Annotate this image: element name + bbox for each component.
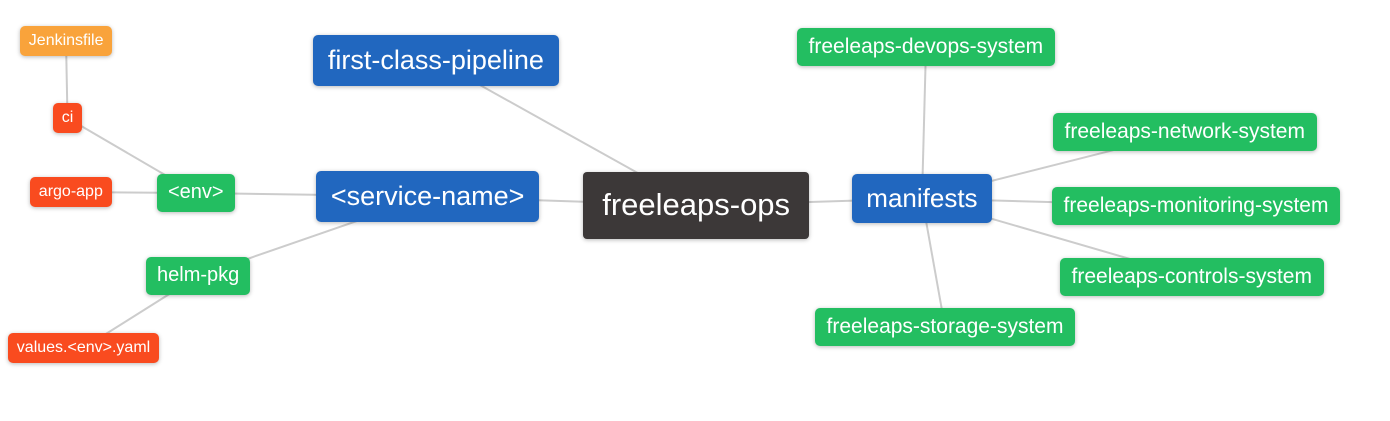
- edge-manifests-freeleaps-devops-system: [921, 46, 927, 199]
- node-argo-app[interactable]: argo-app: [30, 177, 112, 208]
- node-env[interactable]: <env>: [157, 174, 235, 212]
- node-freeleaps-monitoring-system[interactable]: freeleaps-monitoring-system: [1052, 187, 1341, 225]
- node-helm-pkg[interactable]: helm-pkg: [146, 257, 251, 295]
- node-ci[interactable]: ci: [53, 103, 83, 134]
- node-first-class-pipeline[interactable]: first-class-pipeline: [313, 35, 559, 86]
- node-jenkinsfile[interactable]: Jenkinsfile: [20, 26, 113, 57]
- node-freeleaps-controls-system[interactable]: freeleaps-controls-system: [1060, 258, 1324, 296]
- node-manifests[interactable]: manifests: [852, 174, 992, 224]
- node-freeleaps-devops-system[interactable]: freeleaps-devops-system: [797, 28, 1055, 66]
- node-values-env-yaml[interactable]: values.<env>.yaml: [8, 333, 159, 364]
- node-freeleaps-network-system[interactable]: freeleaps-network-system: [1053, 113, 1317, 151]
- node-freeleaps-ops[interactable]: freeleaps-ops: [583, 172, 810, 239]
- node-freeleaps-storage-system[interactable]: freeleaps-storage-system: [815, 308, 1076, 346]
- node-service-name[interactable]: <service-name>: [316, 171, 540, 222]
